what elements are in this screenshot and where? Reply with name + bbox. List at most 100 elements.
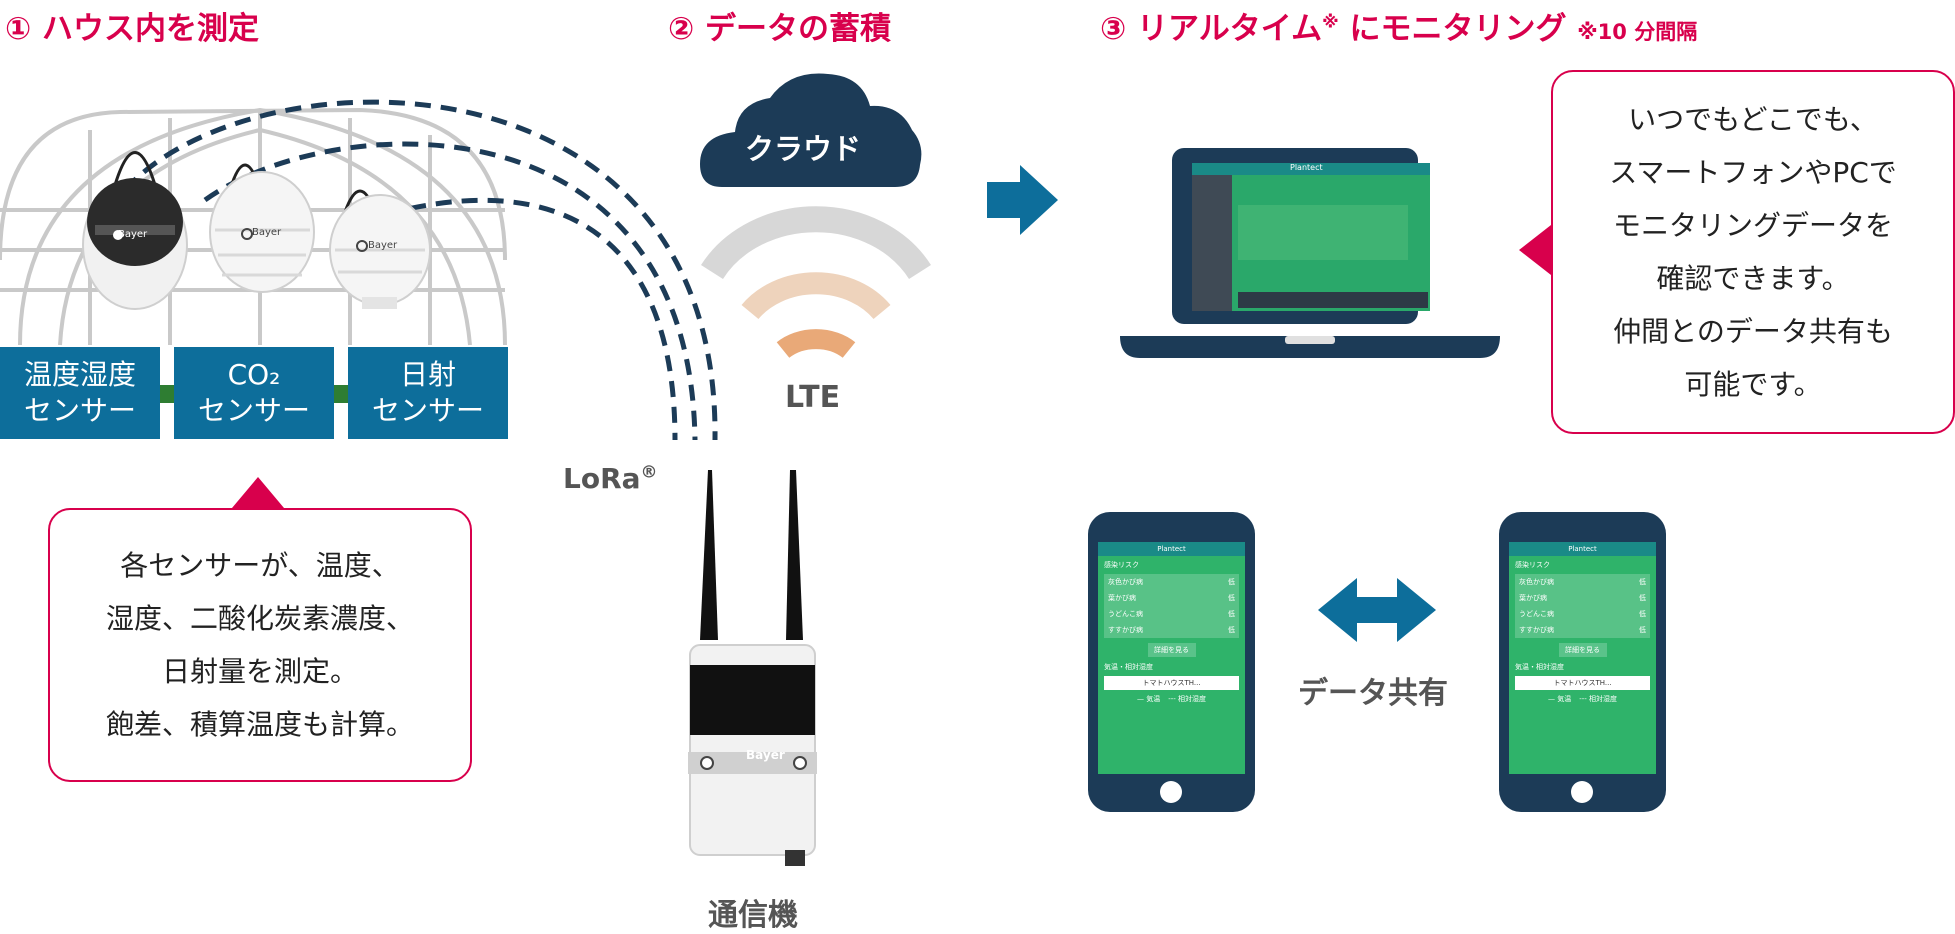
- disease-name: 葉かび病: [1108, 594, 1136, 602]
- callout-line: 湿度、二酸化炭素濃度、: [105, 602, 414, 635]
- sensor-label-line2: センサー: [197, 394, 310, 427]
- temperature-humidity-sensor-icon: [82, 178, 188, 310]
- disease-name: すすかび病: [1108, 626, 1143, 634]
- lora-label: LoRa: [563, 462, 641, 495]
- laptop-icon: [1120, 148, 1500, 358]
- disease-row: 葉かび病 低: [1515, 590, 1650, 606]
- disease-name: 灰色かび病: [1108, 578, 1143, 586]
- smartphone-left-icon: [1088, 512, 1255, 812]
- risk-level: 低: [1228, 610, 1235, 618]
- phone-screen-right: Plantect 感染リスク 灰色かび病低 葉かび病低 うどんこ病低 すすかび病…: [1509, 542, 1656, 774]
- disease-row: うどんこ病 低: [1515, 606, 1650, 622]
- disease-name: うどんこ病: [1519, 610, 1554, 618]
- phone-risk-title: 感染リスク: [1515, 561, 1550, 569]
- share-label: データ共有: [1298, 676, 1448, 711]
- cloud-label: クラウド: [745, 132, 862, 166]
- detail-button[interactable]: 詳細を見る: [1147, 643, 1196, 657]
- cloud-icon: [700, 73, 922, 187]
- step3-note: ※10 分間隔: [1577, 20, 1698, 44]
- sensor-label-line1: 温度湿度: [23, 358, 136, 391]
- gateway-label: 通信機: [708, 898, 798, 933]
- callout-line: 可能です。: [1684, 368, 1822, 401]
- callout-line: 各センサーが、温度、: [120, 549, 400, 582]
- disease-row: 灰色かび病 低: [1515, 574, 1650, 590]
- monitor-callout: いつでもどこでも、 スマートフォンやPCで モニタリングデータを 確認できます。…: [1551, 70, 1955, 434]
- risk-level: 低: [1639, 594, 1646, 602]
- step3-title: リアルタイム: [1137, 11, 1323, 47]
- detail-button[interactable]: 詳細を見る: [1558, 643, 1607, 657]
- risk-level: 低: [1228, 578, 1235, 586]
- lora-label-wrap: LoRa®: [563, 462, 658, 495]
- step3-title-2: にモニタリング: [1349, 11, 1567, 47]
- sensor-label-line2: センサー: [371, 394, 484, 427]
- sensor-label-solar: 日射 センサー: [348, 347, 508, 439]
- lte-signal-icon: [701, 206, 931, 359]
- step3-mark: ※: [1322, 12, 1339, 33]
- double-arrow-icon: [1318, 578, 1436, 642]
- phone-env-title: 気温・相対湿度: [1515, 663, 1564, 671]
- sensor-label-line1: CO₂: [227, 358, 281, 391]
- risk-level: 低: [1639, 578, 1646, 586]
- disease-row: すすかび病 低: [1104, 622, 1239, 638]
- chart-legend: — 気温--- 相対湿度: [1104, 694, 1239, 704]
- disease-name: 灰色かび病: [1519, 578, 1554, 586]
- disease-name: 葉かび病: [1519, 594, 1547, 602]
- disease-row: うどんこ病 低: [1104, 606, 1239, 622]
- solar-radiation-sensor-icon: [329, 194, 431, 309]
- disease-row: 灰色かび病 低: [1104, 574, 1239, 590]
- callout-line: 仲間とのデータ共有も: [1613, 315, 1893, 348]
- step1-number: ①: [5, 11, 32, 47]
- sensor-callout: 各センサーが、温度、 湿度、二酸化炭素濃度、 日射量を測定。 飽差、積算温度も計…: [48, 508, 472, 782]
- arrow-right-icon: [987, 165, 1058, 235]
- sensor-label-line1: 日射: [399, 358, 456, 391]
- callout-line: 飽差、積算温度も計算。: [105, 708, 414, 741]
- legend-item: --- 相対湿度: [1168, 695, 1207, 703]
- callout-line: スマートフォンやPCで: [1609, 156, 1897, 189]
- phone-env-title: 気温・相対湿度: [1104, 663, 1153, 671]
- risk-level: 低: [1639, 610, 1646, 618]
- phone-app-bar: Plantect: [1509, 542, 1656, 556]
- lte-label: LTE: [785, 380, 841, 415]
- legend-item: — 気温: [1547, 695, 1572, 703]
- lora-registered-mark: ®: [640, 462, 658, 483]
- sensor-label-co2: CO₂ センサー: [174, 347, 334, 439]
- disease-name: うどんこ病: [1108, 610, 1143, 618]
- step1-title: ハウス内を測定: [42, 11, 260, 47]
- step2-heading: ② データの蓄積: [668, 3, 891, 48]
- callout-line: 日射量を測定。: [161, 655, 358, 688]
- gateway-device-icon: [688, 644, 817, 866]
- sensor-label-line2: センサー: [23, 394, 136, 427]
- sensor-brand-3: Bayer: [368, 240, 398, 251]
- sensor-label-temp-humidity: 温度湿度 センサー: [0, 347, 160, 439]
- sensor-brand-2: Bayer: [252, 227, 282, 238]
- sensor-brand-1: Bayer: [118, 229, 148, 240]
- callout-line: 確認できます。: [1656, 262, 1850, 295]
- antenna-icon: [700, 470, 803, 640]
- disease-name: すすかび病: [1519, 626, 1554, 634]
- smartphone-right-icon: [1499, 512, 1666, 812]
- lora-signal-lines: [123, 99, 718, 441]
- step3-heading: ③ リアルタイム※ にモニタリング ※10 分間隔: [1100, 3, 1697, 48]
- callout-pointer-left: [1519, 225, 1551, 275]
- risk-level: 低: [1639, 626, 1646, 634]
- phone-risk-title: 感染リスク: [1104, 561, 1139, 569]
- risk-level: 低: [1228, 626, 1235, 634]
- phone-app-bar: Plantect: [1098, 542, 1245, 556]
- laptop-app-name: Plantect: [1290, 163, 1323, 172]
- step1-heading: ① ハウス内を測定: [5, 3, 259, 48]
- legend-item: --- 相対湿度: [1579, 695, 1618, 703]
- disease-row: すすかび病 低: [1515, 622, 1650, 638]
- phone-screen-left: Plantect 感染リスク 灰色かび病低 葉かび病低 うどんこ病低 すすかび病…: [1098, 542, 1245, 774]
- risk-level: 低: [1228, 594, 1235, 602]
- callout-line: モニタリングデータを: [1612, 209, 1893, 242]
- disease-row: 葉かび病 低: [1104, 590, 1239, 606]
- step2-title: データの蓄積: [705, 11, 892, 47]
- step3-number: ③: [1100, 11, 1127, 47]
- house-select[interactable]: トマトハウスTH...: [1515, 676, 1650, 690]
- gateway-brand: Bayer: [746, 748, 785, 762]
- callout-line: いつでもどこでも、: [1628, 103, 1878, 136]
- chart-legend: — 気温 --- 相対湿度: [1515, 694, 1650, 704]
- house-select[interactable]: トマトハウスTH...: [1104, 676, 1239, 690]
- co2-sensor-icon: [209, 171, 315, 293]
